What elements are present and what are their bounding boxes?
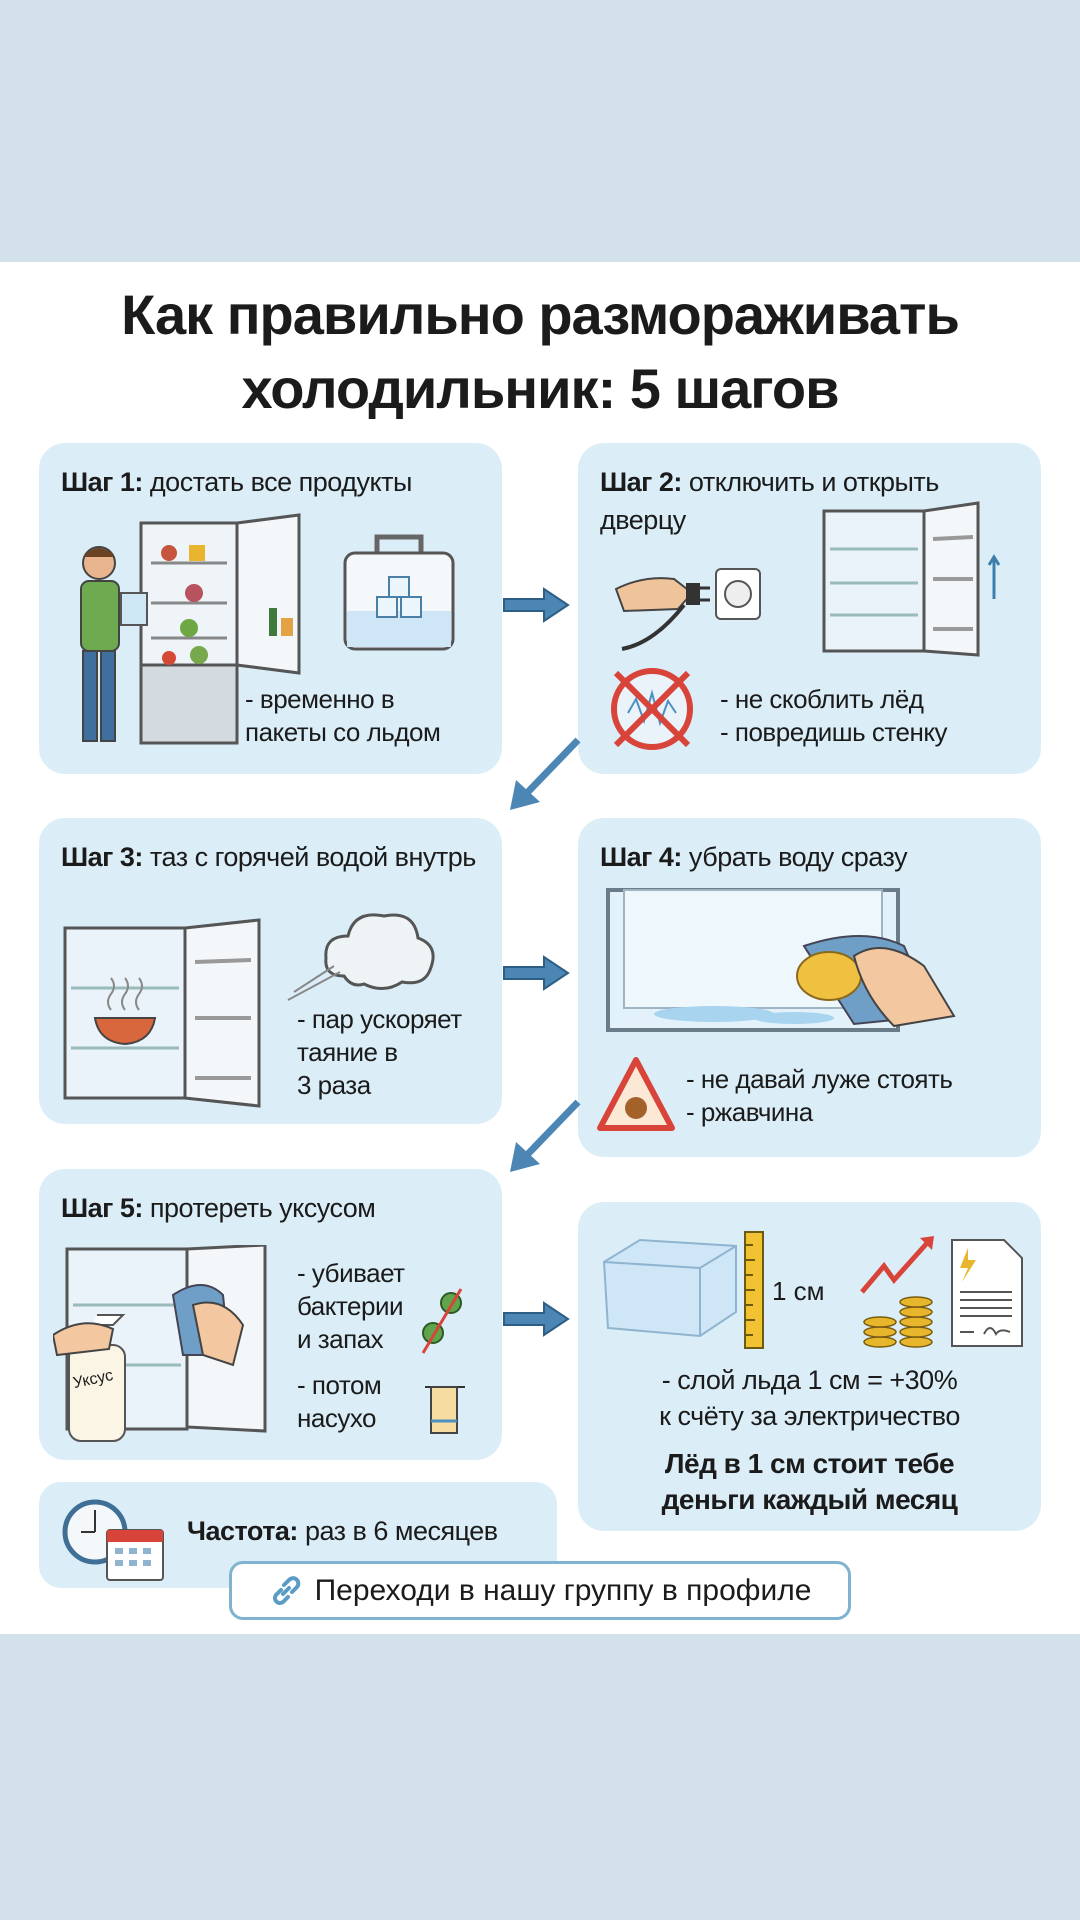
arrow-down-left-icon (510, 1099, 581, 1172)
step-1-heading: Шаг 1: достать все продукты (61, 467, 412, 497)
rust-warning-icon (597, 1057, 675, 1131)
step-5-heading: Шаг 5: протереть уксусом (61, 1193, 376, 1223)
ruler-icon (744, 1231, 764, 1349)
arrow-right-icon (503, 587, 570, 623)
unplug-icon (614, 568, 761, 651)
frequency-text: Частота: раз в 6 месяцев (187, 1516, 498, 1546)
ruler-label: 1 см (772, 1276, 825, 1306)
title-line-2: холодильник: 5 шагов (241, 357, 839, 420)
step-4-card: Шаг 4: убрать воду сразу - не давай луже… (578, 818, 1041, 1157)
wiping-water-icon (606, 888, 956, 1032)
fridge-with-hot-bowl-icon (63, 918, 261, 1108)
ice-block-icon (602, 1238, 737, 1338)
rising-cost-icon (860, 1236, 934, 1348)
fridge-person-icon (80, 513, 301, 745)
towel-icon (425, 1386, 465, 1434)
bacteria-crossed-icon (421, 1288, 463, 1354)
step-2-heading: Шаг 2: отключить и открыть дверцу (600, 467, 939, 535)
arrow-down-left-icon (510, 737, 581, 810)
step-1-card: Шаг 1: достать все продукты - временно в… (39, 443, 502, 774)
bottom-band (0, 1634, 1080, 1920)
group-link-text: Переходи в нашу группу в профиле (314, 1573, 812, 1607)
step-2-card: Шаг 2: отключить и открыть дверцу - не с… (578, 443, 1041, 774)
no-scraping-icon (611, 668, 693, 750)
arrow-right-icon (503, 1301, 570, 1337)
electricity-bill-icon (951, 1239, 1023, 1347)
step-5-card: Шаг 5: протереть уксусом Уксус - убивает… (39, 1169, 502, 1460)
steam-cloud-icon (287, 913, 435, 1001)
ice-bag-icon (343, 534, 455, 651)
title-line-1: Как правильно размораживать (121, 283, 960, 346)
group-link-button[interactable]: Переходи в нашу группу в профиле (229, 1561, 851, 1620)
spray-wipe-fridge-icon (53, 1245, 267, 1442)
step-4-heading: Шаг 4: убрать воду сразу (600, 842, 908, 872)
cost-text: - слой льда 1 см = +30%к счёту за электр… (659, 1365, 960, 1431)
step-2-note: - не скоблить лёд- повредишь стенку (720, 684, 948, 747)
ice-cost-card: 1 см - слой льда 1 см = +30%к счёту за э… (578, 1202, 1041, 1531)
step-3-card: Шаг 3: таз с горячей водой внутрь - пар … (39, 818, 502, 1124)
top-band (0, 0, 1080, 262)
step-3-heading: Шаг 3: таз с горячей водой внутрь (61, 842, 476, 872)
arrow-right-icon (503, 955, 570, 991)
link-icon (272, 1575, 300, 1605)
open-empty-fridge-icon (822, 501, 1001, 657)
clock-calendar-icon (62, 1499, 164, 1581)
page-title: Как правильно размораживать холодильник:… (0, 278, 1080, 426)
step-4-note: - не давай луже стоять- ржавчина (686, 1064, 953, 1127)
